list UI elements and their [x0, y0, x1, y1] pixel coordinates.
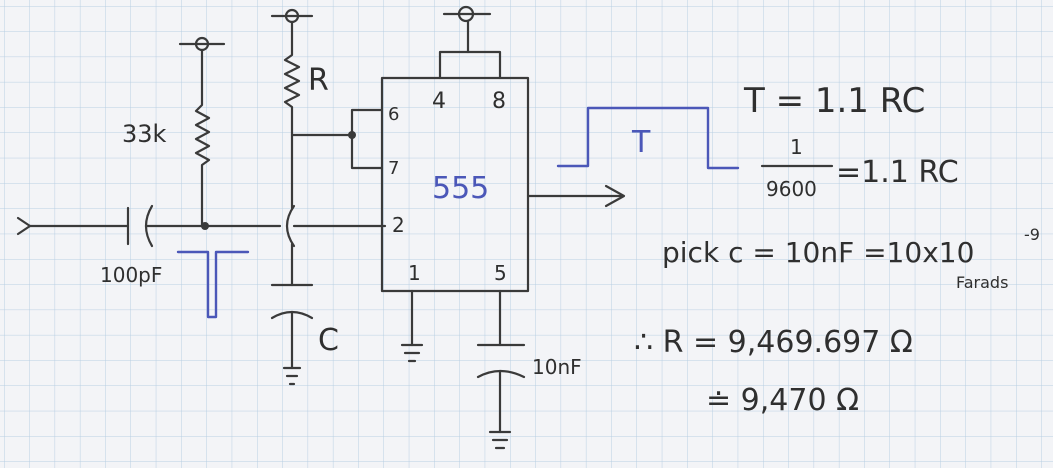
label-33k: 33k	[122, 120, 167, 148]
output-pulse-sketch	[556, 106, 740, 170]
input-line	[16, 204, 207, 248]
pin-8-label: 8	[492, 89, 506, 114]
chip-555-body	[380, 76, 530, 293]
equation-period: T = 1.1 RC	[743, 81, 925, 121]
pin5-control-cap	[476, 289, 526, 450]
chip-555-label: 555	[432, 171, 489, 206]
trigger-pulse-sketch	[176, 250, 250, 319]
pin1-ground	[400, 289, 424, 363]
pin-5-label: 5	[494, 261, 507, 285]
label-period-t: T	[631, 125, 651, 160]
equation-pick-c: pick c = 10nF =10x10	[662, 236, 974, 269]
pin-2-label: 2	[392, 213, 405, 237]
resistor-33k	[178, 36, 226, 228]
junction-dot-67	[348, 131, 356, 139]
equation-r-value: ∴ R = 9,469.697 Ω	[634, 325, 913, 360]
supply-pins-4-8	[438, 5, 502, 80]
equation-exponent: -9	[1024, 225, 1040, 244]
threshold-wire	[290, 108, 384, 170]
pin-6-label: 6	[388, 104, 399, 125]
label-c: C	[318, 323, 339, 358]
label-r: R	[308, 63, 329, 98]
label-100pf: 100pF	[100, 263, 162, 287]
output-arrow	[526, 184, 626, 208]
fraction-denominator: 9600	[766, 177, 817, 201]
label-10nf: 10nF	[532, 355, 582, 379]
equation-units: Farads	[956, 273, 1008, 292]
pin-4-label: 4	[432, 89, 446, 114]
fraction-numerator: 1	[790, 135, 803, 159]
resistor-r	[270, 8, 314, 210]
equation-solve: =1.1 RC	[836, 155, 959, 190]
pin-1-label: 1	[408, 261, 421, 285]
pin-7-label: 7	[388, 158, 399, 179]
transistor-symbol	[285, 204, 296, 248]
equation-r-rounded: ≐ 9,470 Ω	[706, 383, 859, 418]
capacitor-c	[270, 242, 314, 386]
